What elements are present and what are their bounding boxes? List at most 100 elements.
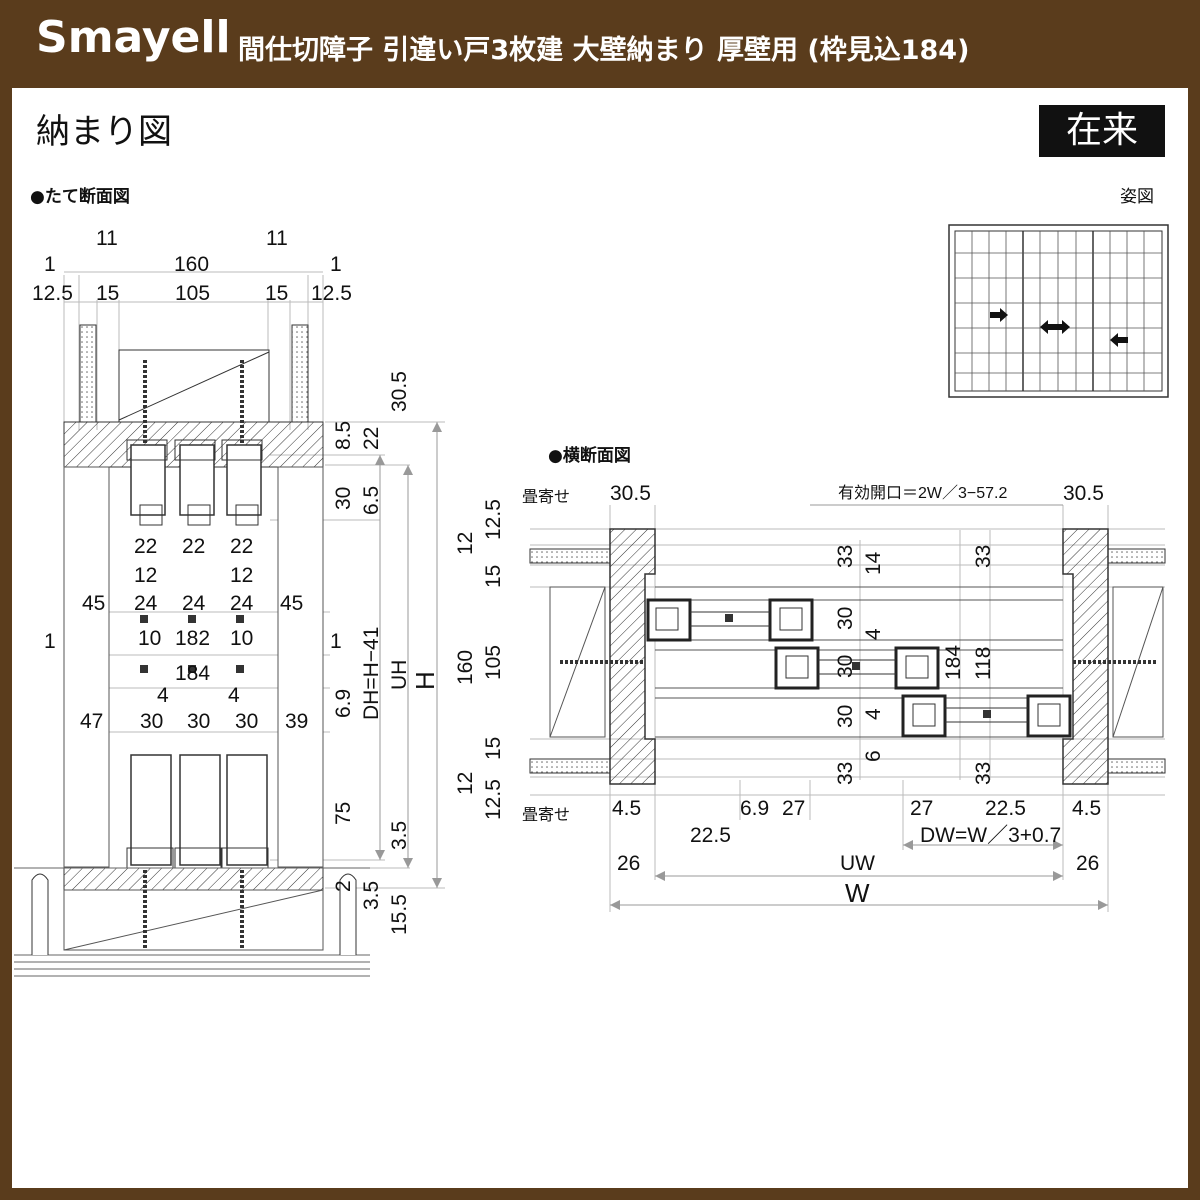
slide-right-arrow-icon (990, 308, 1008, 322)
dim-text: 3.5 (388, 821, 411, 850)
dim-text: 39 (285, 710, 308, 733)
dim-text: 8.5 (332, 421, 355, 450)
horizontal-section-dimensions: 畳寄せ 畳寄せ 30.5 30.5 有効開口＝2W／3−57.2 4.5 6.9… (522, 482, 1104, 908)
horizontal-section-label: ●横断面図 (548, 446, 631, 466)
header-bar: Smayell 間仕切障子 引違い戸3枚建 大壁納まり 厚壁用 (枠見込184) (0, 0, 1200, 88)
dim-text: 1 (330, 630, 342, 653)
horizontal-section-drawing (529, 504, 1166, 912)
dim-text: 33 (834, 545, 857, 568)
vertical-section-drawing (14, 271, 445, 977)
dim-text: 12 (134, 564, 157, 587)
slide-both-arrow-icon (1040, 320, 1070, 334)
dim-text: 30 (140, 710, 163, 733)
dim-text: 15 (482, 737, 505, 760)
dim-text: 30 (332, 487, 355, 510)
dim-text: 6.9 (740, 797, 769, 820)
dim-text: 11 (266, 227, 288, 250)
dim-text: 184 (942, 645, 965, 680)
dim-text: 33 (972, 545, 995, 568)
vertical-section-rotated-dimensions: 30.5 8.5 22 30 6.5 DH=H−41 UH H 6.9 75 3… (332, 371, 440, 935)
dim-text: 30.5 (610, 482, 651, 505)
dim-text: 30 (187, 710, 210, 733)
dim-text: 12.5 (482, 779, 505, 820)
dim-text: 12.5 (32, 282, 73, 305)
dim-text: 24 (230, 592, 254, 615)
elevation-label: 姿図 (1120, 187, 1154, 207)
dim-text: H (410, 671, 440, 690)
dim-text: 160 (174, 253, 209, 276)
dim-text: 33 (834, 762, 857, 785)
dim-text: 30 (834, 705, 857, 728)
dim-text: 26 (1076, 852, 1099, 875)
dim-text: 22 (360, 427, 383, 450)
slide-left-arrow-icon (1110, 333, 1128, 347)
dim-text: W (845, 878, 870, 908)
dim-text: 4.5 (1072, 797, 1101, 820)
dim-text: 6.5 (360, 486, 383, 515)
dim-text: UH (388, 660, 411, 690)
vertical-section-dimensions: 11 11 1 160 1 12.5 15 105 15 12.5 22 22 … (32, 227, 352, 733)
dim-text: 6 (862, 750, 885, 762)
dim-text: 22.5 (985, 797, 1026, 820)
dim-text: 45 (82, 592, 105, 615)
dim-text: 24 (134, 592, 158, 615)
dim-text: 1 (330, 253, 342, 276)
dim-text: 4 (862, 628, 885, 640)
dim-text: 12 (454, 772, 477, 795)
dim-text: 47 (80, 710, 103, 733)
dim-text: DW=W／3+0.7 (920, 824, 1061, 847)
dim-text: UW (840, 852, 875, 875)
dim-text: 15 (482, 565, 505, 588)
dim-text: 15 (265, 282, 288, 305)
dim-text: 22 (182, 535, 205, 558)
dim-text: 10 (230, 627, 253, 650)
dim-text: 160 (454, 650, 477, 685)
dim-text: 4 (157, 684, 169, 707)
dim-text: 14 (862, 551, 885, 575)
dim-text: 12 (454, 532, 477, 555)
dim-text: 30 (834, 607, 857, 630)
dim-text: 12.5 (311, 282, 352, 305)
dim-text: 105 (482, 645, 505, 680)
dim-text: 6.9 (332, 689, 355, 718)
tatami-yose-label: 畳寄せ (522, 488, 570, 506)
dim-text: 1 (44, 253, 56, 276)
dim-text: 30.5 (1063, 482, 1104, 505)
dim-text: 27 (910, 797, 933, 820)
vertical-section-label: ●たて断面図 (30, 187, 130, 207)
dim-text: 15.5 (388, 894, 411, 935)
dim-text: 182 (175, 627, 210, 650)
dim-text: 1 (44, 630, 56, 653)
dim-text: 22.5 (690, 824, 731, 847)
dim-text: 4.5 (612, 797, 641, 820)
construction-badge: 在来 (1039, 105, 1165, 157)
dim-text: 4 (862, 708, 885, 720)
dim-text: 10 (138, 627, 161, 650)
dim-text: 45 (280, 592, 303, 615)
dim-text: 2 (332, 880, 355, 892)
brand-name: Smayell (36, 12, 231, 63)
horizontal-section-rotated-dimensions: 12 12.5 15 160 105 15 12 12.5 33 14 33 3… (454, 499, 995, 820)
dim-text: 22 (134, 535, 157, 558)
dim-text: 22 (230, 535, 253, 558)
dim-text: 11 (96, 227, 118, 250)
dim-text: 30.5 (388, 371, 411, 412)
dim-text: 12 (230, 564, 253, 587)
dim-text: DH=H−41 (360, 627, 383, 720)
effective-opening-label: 有効開口＝2W／3−57.2 (838, 484, 1007, 502)
dim-text: 26 (617, 852, 640, 875)
dim-text: 3.5 (360, 881, 383, 910)
product-title: 間仕切障子 引違い戸3枚建 大壁納まり 厚壁用 (枠見込184) (238, 35, 970, 66)
dim-text: 4 (228, 684, 240, 707)
dim-text: 75 (332, 802, 355, 825)
door-elevation (948, 224, 1169, 398)
dim-text: 184 (175, 662, 210, 685)
dim-text: 118 (972, 647, 995, 680)
dim-text: 12.5 (482, 499, 505, 540)
tatami-yose-label: 畳寄せ (522, 806, 570, 824)
dim-text: 15 (96, 282, 119, 305)
dim-text: 27 (782, 797, 805, 820)
dim-text: 30 (834, 655, 857, 678)
dim-text: 33 (972, 762, 995, 785)
